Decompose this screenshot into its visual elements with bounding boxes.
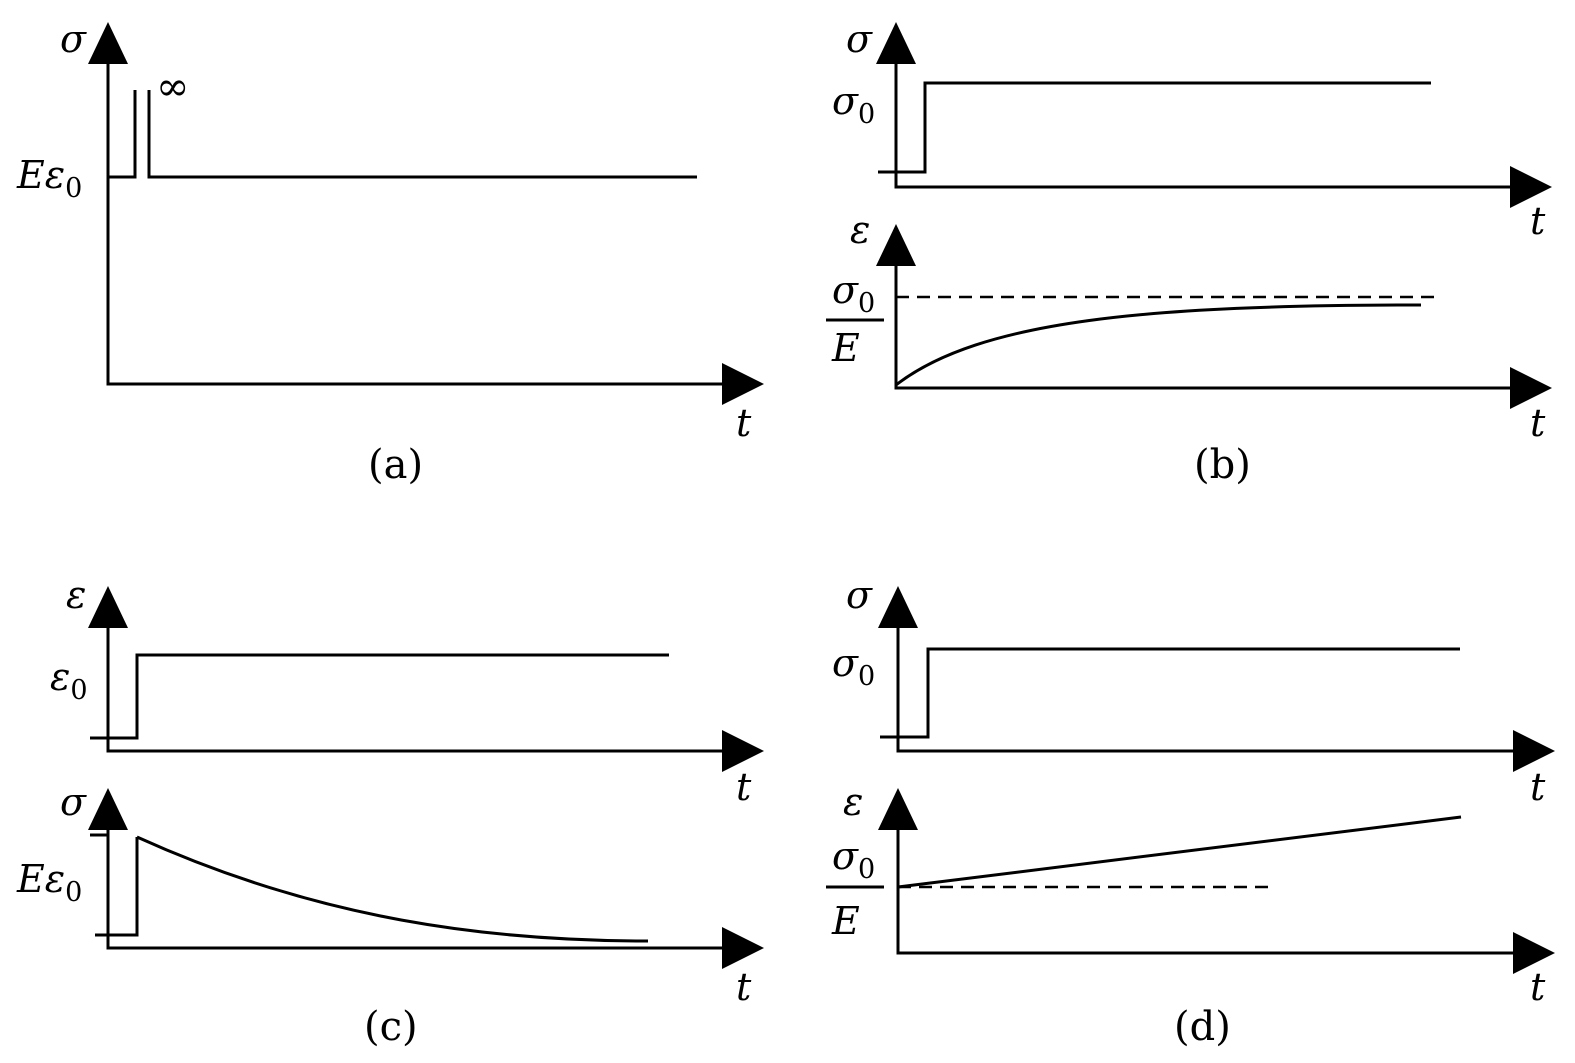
panel-d-bottom-x-arrow	[1513, 932, 1555, 974]
panel-b-top-y-arrow	[876, 22, 916, 64]
panel-d-bottom-y-arrow	[878, 788, 918, 830]
panel-c-bottom-level-label: Eε0	[16, 857, 82, 908]
panel-d-top-x-arrow	[1513, 730, 1555, 772]
panel-d: σ t σ0 ε t σ0 E (d)	[826, 573, 1555, 1050]
panel-a: σ t Eε0 ∞ (a)	[16, 17, 764, 488]
panel-b-fraction-numerator: σ0	[832, 268, 875, 319]
panel-b-top-level-label: σ0	[832, 79, 875, 130]
panel-c-caption: (c)	[364, 1004, 418, 1050]
panel-b-top-y-label: σ	[846, 17, 873, 61]
panel-d-top-axes	[896, 626, 1518, 753]
panel-c-top-x-label: t	[736, 765, 752, 809]
panel-c-relaxation-curve	[136, 835, 649, 943]
panel-d-top-y-label: σ	[846, 573, 873, 617]
panel-a-caption: (a)	[368, 442, 423, 488]
panel-c-bottom-y-arrow	[88, 788, 128, 830]
panel-d-stress-step	[880, 647, 1460, 739]
panel-c-bottom-x-label: t	[736, 965, 752, 1009]
panel-b-caption: (b)	[1194, 442, 1251, 488]
panel-d-top-level-label: σ0	[832, 641, 875, 692]
panel-c-bottom-axes	[106, 826, 728, 950]
panel-c-bottom-x-arrow	[722, 927, 764, 969]
panel-b-stress-step	[878, 81, 1431, 174]
panel-c-bottom-y-label: σ	[60, 780, 87, 824]
panel-c-top-x-arrow	[722, 730, 764, 772]
panel-a-level-label: Eε0	[16, 153, 82, 204]
panel-d-fraction-numerator: σ0	[832, 834, 875, 885]
panel-b-top-axes	[894, 62, 1516, 189]
panel-c-top-y-arrow	[88, 586, 128, 628]
panel-d-caption: (d)	[1174, 1004, 1231, 1050]
panel-b-bottom-y-label: ε	[850, 208, 870, 252]
panel-a-infinity-label: ∞	[156, 64, 189, 110]
panel-b-bottom-x-label: t	[1530, 401, 1546, 445]
panel-b-bottom-x-arrow	[1510, 367, 1552, 409]
panel-c-strain-step	[90, 653, 669, 740]
panel-b-top-x-label: t	[1530, 199, 1546, 243]
panel-a-x-arrow	[722, 363, 764, 405]
panel-b-bottom-y-arrow	[876, 224, 916, 266]
panel-c-relaxation-step	[90, 833, 139, 937]
panel-a-y-arrow	[88, 22, 128, 64]
panel-a-stress-curve	[108, 90, 697, 179]
panel-b-fraction-denominator: E	[831, 326, 860, 370]
panel-a-y-label: σ	[60, 17, 87, 61]
panel-b-top-x-arrow	[1510, 166, 1552, 208]
panel-d-fraction-denominator: E	[831, 899, 860, 943]
panel-d-top-y-arrow	[878, 586, 918, 628]
panel-d-bottom-y-label: ε	[843, 780, 863, 824]
panel-d-bottom-axes	[896, 826, 1518, 955]
panel-b: σ t σ0 ε t σ0 E (b)	[826, 17, 1552, 488]
panel-b-creep-curve	[895, 303, 1422, 387]
panel-d-top-x-label: t	[1530, 765, 1546, 809]
panel-d-bottom-x-label: t	[1530, 965, 1546, 1009]
panel-c-top-level-label: ε0	[50, 655, 88, 706]
panel-b-bottom-axes	[894, 262, 1516, 390]
panel-a-axes	[106, 62, 728, 386]
panel-c: ε t ε0 σ t Eε0 (c)	[16, 573, 764, 1050]
panel-d-creep-line	[897, 815, 1462, 889]
panel-c-top-axes	[106, 626, 728, 753]
panel-c-top-y-label: ε	[66, 573, 86, 617]
panel-a-x-label: t	[736, 401, 752, 445]
